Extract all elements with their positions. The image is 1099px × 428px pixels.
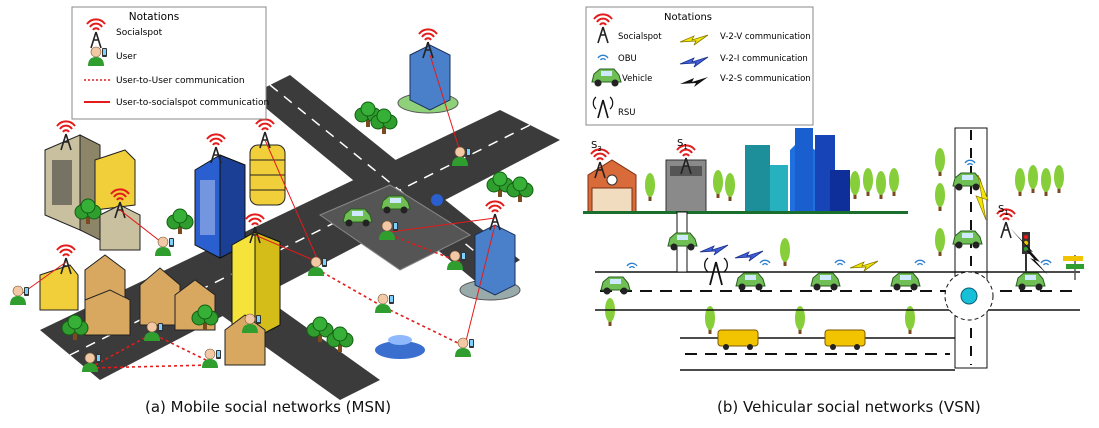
vsn-roads [595, 127, 1080, 371]
tree-icon [889, 168, 899, 196]
tree-icon [850, 171, 860, 199]
tree-icon [605, 298, 615, 326]
tree-icon [935, 228, 945, 256]
building-blue [194, 154, 246, 259]
rsu-antenna-icon [704, 257, 728, 286]
spot-label-s1: S1 [677, 138, 688, 151]
tree-icon [1054, 165, 1064, 193]
building-grey-left [44, 134, 101, 241]
signpost-icon [1063, 255, 1084, 280]
v2i-bolt-icon [734, 250, 764, 262]
user-icon [201, 348, 222, 369]
legend-label: User [116, 52, 137, 62]
legend-title: Notations [129, 11, 179, 23]
socialspot-tower-icon [255, 118, 275, 149]
spot-label-s3: S3 [591, 140, 602, 153]
tree-icon [725, 173, 735, 201]
msn-legend: Notations Socialspot User User-to-User c… [71, 6, 269, 120]
building-yellow-round [249, 144, 286, 206]
v2v-bolt-icon [975, 174, 989, 221]
caption-msn: (a) Mobile social networks (MSN) [145, 398, 392, 416]
vehicle-icon [1015, 272, 1046, 291]
bus-icon [824, 329, 866, 350]
legend-label: RSU [618, 108, 636, 118]
msn-panel: Notations Socialspot User User-to-User c… [9, 6, 560, 400]
v2s-bolt-icon [1010, 228, 1048, 275]
tree-icon [1015, 168, 1025, 196]
tree-icon [863, 168, 873, 196]
tree-icon [1041, 168, 1051, 196]
building-yellow-tall [231, 231, 281, 339]
user-icon [454, 337, 475, 358]
parking-sign-icon [431, 194, 443, 206]
legend-label: User-to-User communication [116, 76, 245, 86]
tree-icon [1028, 165, 1038, 193]
building-glass-right [459, 224, 521, 301]
building-glass-top [397, 44, 459, 114]
legend-label: OBU [618, 54, 637, 64]
v2v-bolt-icon [849, 260, 879, 272]
tree-icon [780, 238, 790, 266]
skyline [583, 128, 908, 214]
tree-icon [935, 148, 945, 176]
legend-label: User-to-socialspot communication [116, 98, 269, 108]
spot-label-s1: S1 [998, 204, 1009, 217]
legend-label: Socialspot [618, 32, 662, 42]
fountain [375, 335, 425, 359]
legend-label: V-2-S communication [720, 74, 811, 84]
obu-wifi-icon [1040, 259, 1052, 266]
user-icon [9, 285, 30, 306]
vsn-legend: Notations Socialspot OBU Vehicle RSU V-2… [585, 6, 814, 126]
caption-vsn: (b) Vehicular social networks (VSN) [717, 398, 981, 416]
tree-icon [166, 208, 194, 235]
rsu-antenna-icon [592, 96, 614, 119]
bus-icon [717, 329, 759, 350]
obu-wifi-icon [626, 262, 638, 269]
obu-wifi-icon [914, 259, 926, 266]
v2i-bolt-icon [699, 244, 729, 256]
tree-icon [713, 170, 723, 198]
obu-wifi-icon [759, 259, 771, 266]
user-to-user-links [89, 234, 463, 369]
legend-label: V-2-V communication [720, 32, 811, 42]
building-yellow-left [94, 149, 136, 211]
legend-label: Vehicle [622, 74, 652, 84]
vsn-panel: S3 S1 S1 Notations Socialspot OBU Vehicl… [583, 6, 1084, 371]
vehicle-icon [735, 272, 766, 291]
legend-label: V-2-I communication [720, 54, 808, 64]
vehicle-icon [890, 272, 921, 291]
obu-wifi-icon [834, 259, 846, 266]
vehicle-icon [810, 272, 841, 291]
vehicle-icon [600, 276, 631, 295]
legend-label: Socialspot [116, 28, 163, 38]
tree-icon [645, 173, 655, 201]
tree-icon [935, 183, 945, 211]
legend-title: Notations [664, 12, 712, 23]
tree-icon [876, 171, 886, 199]
